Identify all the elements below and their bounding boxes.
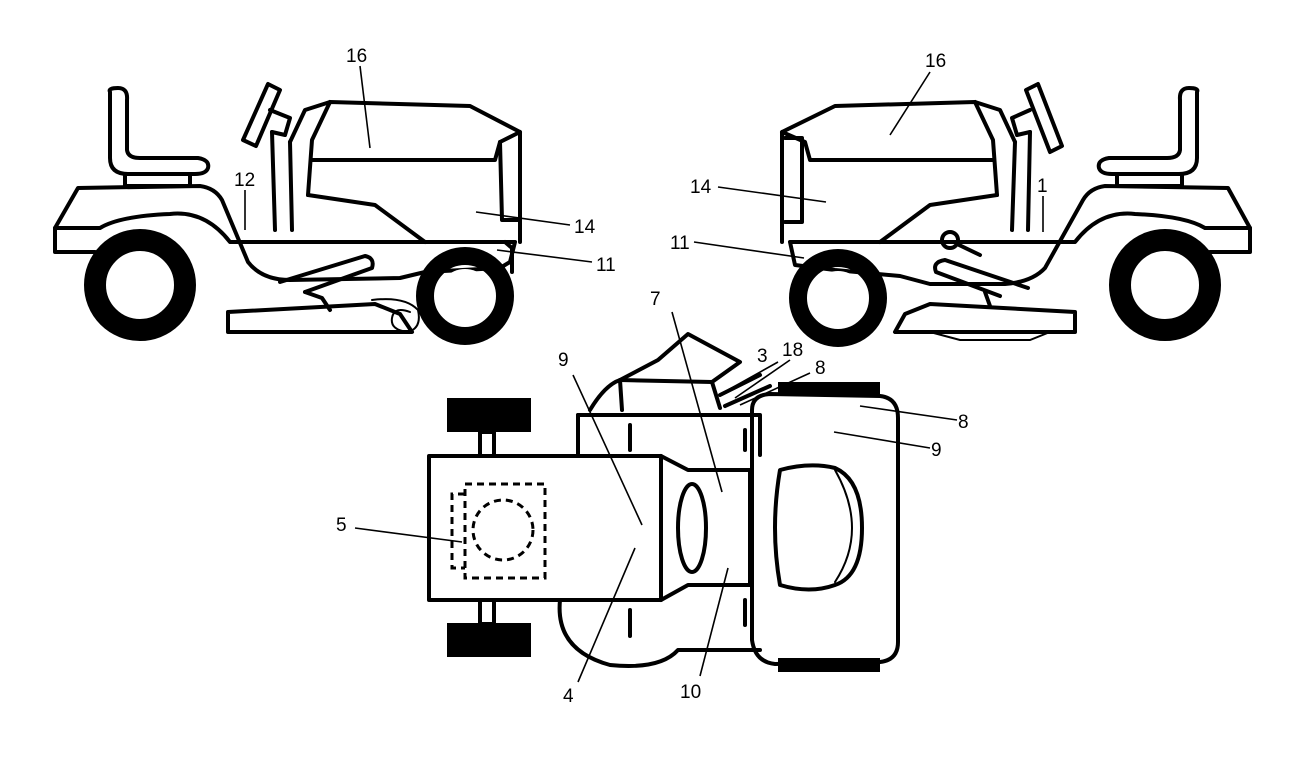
callout-14-right: 14 (690, 177, 712, 198)
callout-11-left: 11 (596, 255, 616, 276)
callout-16-left: 16 (346, 46, 367, 67)
callout-11-right: 11 (670, 233, 690, 254)
callout-14-left: 14 (574, 217, 596, 238)
callout-10-panel: 10 (680, 682, 701, 703)
left-side-view (53, 65, 593, 345)
right-side-view (693, 71, 1252, 347)
callout-5-rear: 5 (336, 515, 347, 536)
callout-12-left: 12 (234, 170, 255, 191)
callout-8-chute: 8 (815, 358, 826, 379)
callout-9-hood: 9 (931, 440, 942, 461)
top-view (354, 311, 958, 683)
callout-7-dash: 7 (650, 289, 661, 310)
callout-18-chute: 18 (782, 340, 803, 361)
callout-16-right: 16 (925, 51, 946, 72)
callout-4-seat: 4 (563, 686, 574, 707)
callout-1-right: 1 (1037, 176, 1048, 197)
callout-9-fender: 9 (558, 350, 569, 371)
callout-8-hood: 8 (958, 412, 969, 433)
callout-3-chute: 3 (757, 346, 768, 367)
